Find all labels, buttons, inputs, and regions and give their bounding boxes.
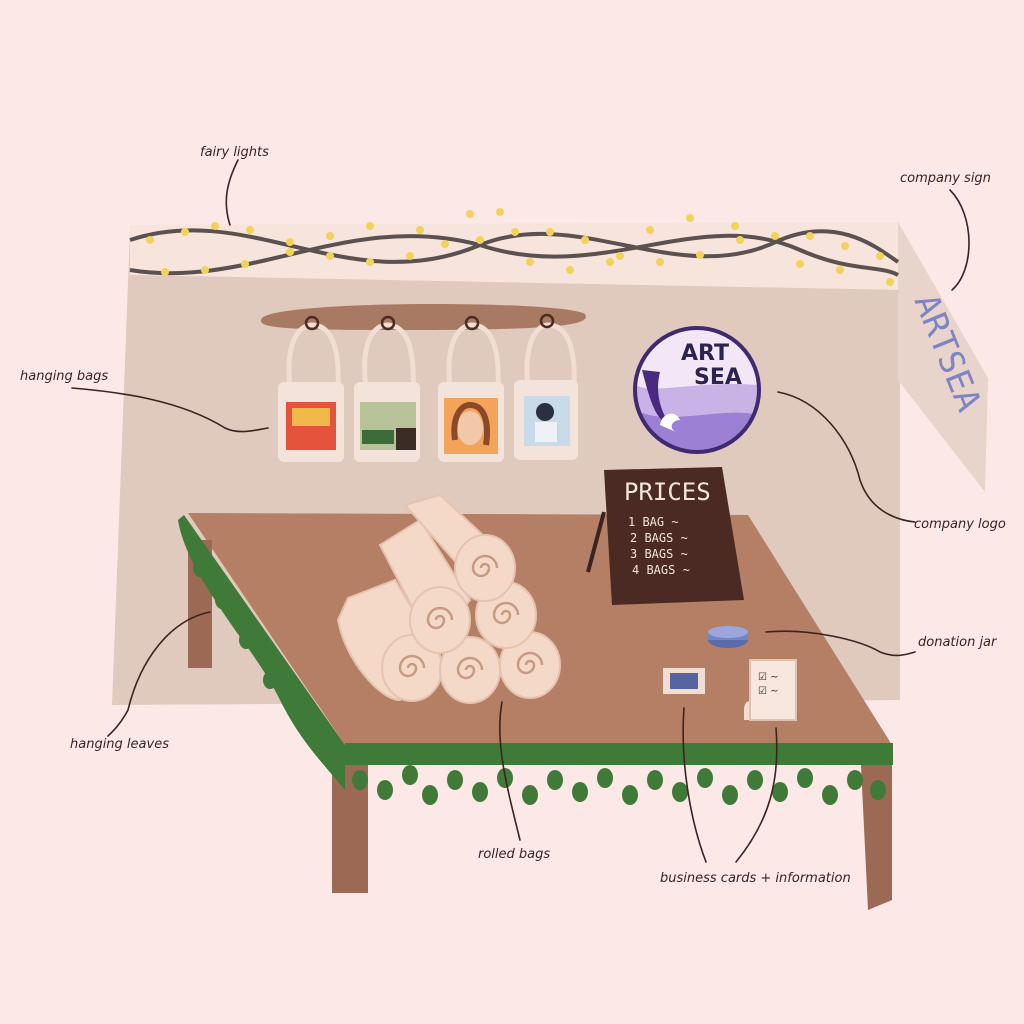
tote-bag: [278, 315, 344, 462]
tote-bag: [354, 315, 420, 462]
price-row: 3 BAGS ~: [630, 547, 688, 561]
label-company-logo: company logo: [914, 517, 1006, 532]
label-company-sign: company sign: [900, 171, 991, 186]
donation-jar: [708, 626, 748, 648]
company-logo: ART SEA: [633, 326, 761, 454]
tote-bag: [514, 313, 578, 460]
info-line: ☑ ~: [758, 686, 779, 697]
company-sign-panel: ARTSEA: [898, 222, 989, 492]
business-cards: [663, 668, 705, 694]
hanging-bags: [260, 303, 586, 462]
label-hanging-bags: hanging bags: [20, 369, 108, 384]
label-donation-jar: donation jar: [918, 635, 998, 650]
info-line: ☑ ~: [758, 672, 779, 683]
price-row: 4 BAGS ~: [632, 563, 690, 577]
logo-line-1: ART: [681, 341, 729, 366]
logo-line-2: SEA: [694, 365, 742, 390]
rolled-bags: [336, 493, 561, 704]
price-row: 1 BAG ~: [628, 515, 679, 529]
annotation-lines: [71, 159, 970, 863]
tote-bag: [438, 315, 504, 462]
label-hanging-leaves: hanging leaves: [70, 737, 169, 752]
annotation-labels: fairy lights company sign hanging bags c…: [20, 145, 1006, 886]
price-row: 2 BAGS ~: [630, 531, 688, 545]
label-fairy-lights: fairy lights: [200, 145, 269, 160]
prices-title: PRICES: [624, 478, 711, 506]
hanging-leaves: [178, 515, 893, 805]
label-business-cards: business cards + information: [660, 871, 851, 886]
label-rolled-bags: rolled bags: [478, 847, 550, 862]
information-card: ☑ ~ ☑ ~: [744, 659, 797, 721]
fairy-lights: [129, 208, 900, 286]
prices-board: PRICES 1 BAG ~ 2 BAGS ~ 3 BAGS ~ 4 BAGS …: [586, 467, 744, 605]
